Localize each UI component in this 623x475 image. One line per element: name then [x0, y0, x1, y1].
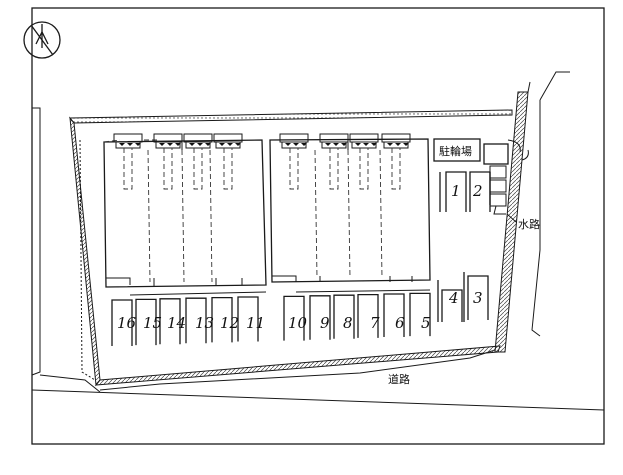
boundary-inner-left — [79, 139, 96, 381]
entrance-unit — [153, 133, 183, 190]
parking-stall-number: 12 — [220, 314, 239, 332]
road-label: 道路 — [388, 372, 410, 386]
parking-stall — [357, 293, 379, 338]
entrance-unit — [381, 133, 411, 190]
parking-stall-number: 1 — [451, 182, 461, 200]
building-right — [269, 138, 431, 293]
parking-stall — [467, 275, 489, 320]
waterway-curve — [507, 139, 529, 161]
parking-stall — [383, 293, 405, 337]
waterway-strip — [494, 91, 529, 353]
right-lot-line-2 — [531, 100, 541, 337]
bicycle-parking-label: 駐輪場 — [439, 144, 472, 158]
right-lot-line — [539, 71, 570, 101]
parking-stall-number: 5 — [421, 314, 431, 332]
entrance-unit — [319, 133, 349, 190]
parking-stall-number: 9 — [320, 314, 330, 332]
parking-stall-number: 4 — [448, 289, 459, 307]
building-left — [103, 139, 267, 296]
parking-stall-number: 14 — [167, 314, 186, 332]
parking-stall-number: 6 — [395, 314, 405, 332]
parking-stall — [445, 171, 467, 212]
parking-stall — [159, 298, 181, 345]
parking-stall-number: 15 — [143, 314, 162, 332]
waterway-top — [527, 81, 531, 93]
parking-stall — [283, 295, 305, 341]
parking-stalls — [111, 171, 491, 346]
entrance-unit — [279, 133, 309, 190]
north-arrow-icon: N — [23, 21, 61, 59]
parking-stall-number: 11 — [246, 314, 265, 332]
entrance-units — [113, 133, 411, 190]
parking-stall — [333, 294, 355, 339]
entrance-unit — [183, 133, 213, 190]
parking-stall — [135, 298, 157, 346]
parking-stall-number: 8 — [343, 314, 353, 332]
parking-stall — [309, 295, 331, 340]
road-edge-lower — [31, 389, 605, 411]
parking-stall-number: 13 — [195, 314, 214, 332]
entrance-unit — [113, 133, 143, 190]
stall-divider-lines — [437, 172, 491, 322]
entrance-unit — [213, 133, 243, 190]
parking-stall — [441, 289, 463, 322]
left-lot-line — [31, 107, 41, 376]
parking-stall-number: 16 — [117, 314, 137, 332]
parking-stall-number: 7 — [370, 314, 380, 332]
parking-stall — [237, 296, 259, 342]
parking-stall — [409, 292, 431, 337]
parking-stall-number: 3 — [473, 289, 483, 307]
waterway-label: 水路 — [518, 218, 540, 231]
parking-stall — [111, 299, 133, 346]
waterway-leader — [506, 213, 517, 223]
parking-stall-number: 10 — [288, 314, 308, 332]
parking-stall-number: 2 — [472, 182, 483, 200]
entrance-unit — [349, 133, 379, 190]
drawing-frame — [31, 7, 605, 445]
boundary-left — [69, 116, 101, 387]
utility-box — [483, 143, 509, 165]
parking-stall — [185, 297, 207, 344]
boundary-top — [68, 109, 513, 124]
road-edge-upper — [99, 349, 496, 391]
road-edge-left — [39, 374, 101, 393]
bicycle-parking-box — [433, 138, 481, 162]
boundary-bottom — [94, 345, 501, 386]
parking-stall — [211, 296, 233, 343]
utility-units — [489, 165, 507, 215]
